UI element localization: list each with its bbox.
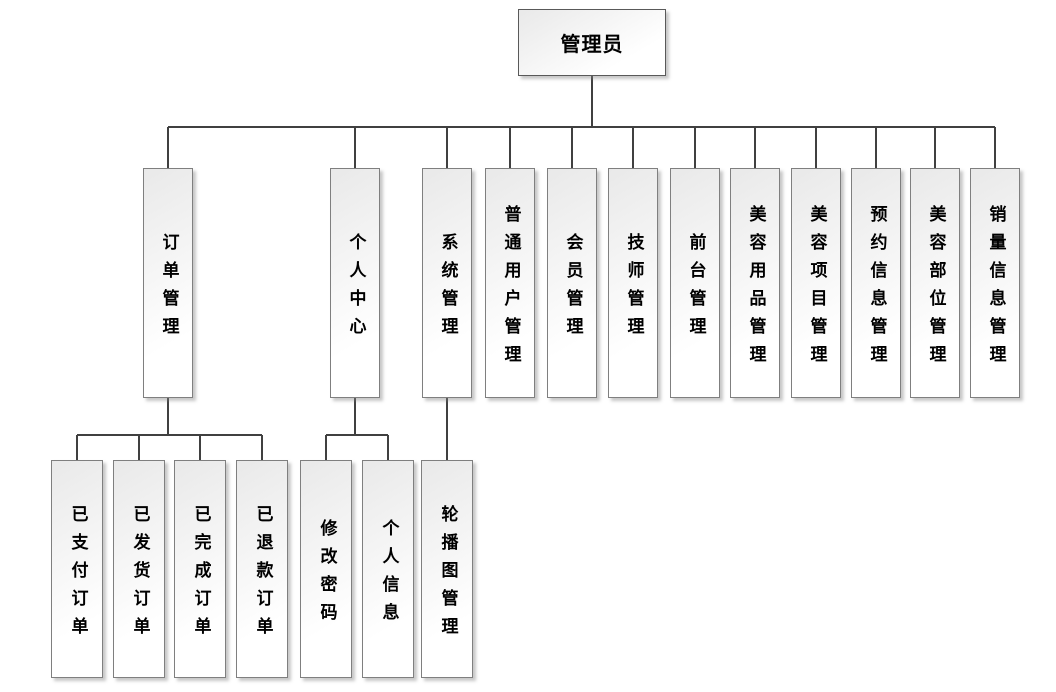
node-personal-info: 个人信息: [362, 460, 414, 678]
node-label: 销量信息管理: [985, 204, 1006, 373]
node-administrator: 管理员: [518, 9, 666, 76]
node-label: 管理员: [560, 32, 624, 56]
node-label: 个人信息: [378, 518, 399, 631]
node-label: 已退款订单: [252, 504, 273, 645]
node-label: 美容部位管理: [925, 204, 946, 373]
node-label: 预约信息管理: [866, 204, 887, 373]
node-label: 已发货订单: [129, 504, 150, 645]
node-member-management: 会员管理: [547, 168, 597, 398]
node-label: 已完成订单: [190, 504, 211, 645]
node-change-password: 修改密码: [300, 460, 352, 678]
node-carousel-management: 轮播图管理: [421, 460, 473, 678]
node-completed-orders: 已完成订单: [174, 460, 226, 678]
node-shipped-orders: 已发货订单: [113, 460, 165, 678]
node-label: 美容用品管理: [745, 204, 766, 373]
node-label: 个人中心: [345, 232, 366, 345]
node-label: 轮播图管理: [437, 504, 458, 645]
node-paid-orders: 已支付订单: [51, 460, 103, 678]
node-personal-center: 个人中心: [330, 168, 380, 398]
node-label: 修改密码: [316, 518, 337, 631]
node-label: 会员管理: [562, 232, 583, 345]
node-beauty-project-management: 美容项目管理: [791, 168, 841, 398]
node-order-management: 订单管理: [143, 168, 193, 398]
node-beauty-part-management: 美容部位管理: [910, 168, 960, 398]
node-system-management: 系统管理: [422, 168, 472, 398]
node-label: 技师管理: [623, 232, 644, 345]
node-technician-management: 技师管理: [608, 168, 658, 398]
node-label: 美容项目管理: [806, 204, 827, 373]
node-appointment-info-management: 预约信息管理: [851, 168, 901, 398]
node-regular-user-management: 普通用户管理: [485, 168, 535, 398]
node-sales-info-management: 销量信息管理: [970, 168, 1020, 398]
node-label: 系统管理: [437, 232, 458, 345]
node-label: 订单管理: [158, 232, 179, 345]
node-label: 普通用户管理: [500, 204, 521, 373]
node-label: 已支付订单: [67, 504, 88, 645]
node-refunded-orders: 已退款订单: [236, 460, 288, 678]
node-beauty-products-management: 美容用品管理: [730, 168, 780, 398]
node-front-desk-management: 前台管理: [670, 168, 720, 398]
node-label: 前台管理: [685, 232, 706, 345]
